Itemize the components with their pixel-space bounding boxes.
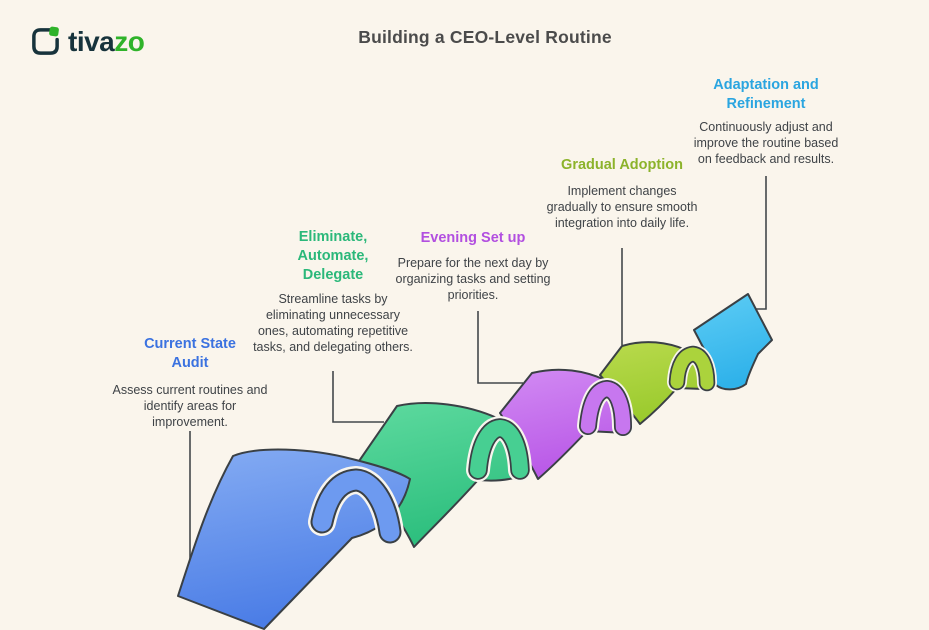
page-title: Building a CEO-Level Routine	[358, 27, 612, 47]
connector-line-eliminate-automate-delegate	[332, 371, 384, 423]
stage-description-eliminate-automate-delegate: Streamline tasks by eliminating unnecess…	[253, 292, 413, 354]
stage-title-evening-set-up: Evening Set up	[420, 230, 526, 246]
brand-wordmark: tivazo	[68, 25, 145, 57]
stage-description-adaptation-refinement: Continuously adjust and improve the rout…	[693, 120, 839, 166]
brand-wordmark-suffix: zo	[114, 25, 145, 57]
stage-description-current-state-audit: Assess current routines and identify are…	[112, 383, 268, 429]
wave-fold-purple	[580, 381, 631, 435]
wave-fold-lime	[670, 347, 714, 390]
logo-icon	[32, 26, 59, 55]
stage-title-gradual-adoption: Gradual Adoption	[561, 157, 683, 173]
logo-icon-leaf	[49, 26, 59, 37]
wave-folds	[308, 343, 717, 546]
logo-icon-frame	[32, 28, 59, 55]
stage-title-current-state-audit: Current State Audit	[144, 336, 236, 371]
stage-description-evening-set-up: Prepare for the next day by organizing t…	[395, 256, 551, 302]
connector-line-evening-set-up	[477, 311, 523, 384]
brand-wordmark-prefix: tiva	[68, 25, 115, 57]
connector-line-adaptation-refinement	[755, 176, 767, 310]
wave-fold-blue	[312, 470, 400, 542]
stage-description-gradual-adoption: Implement changes gradually to ensure sm…	[546, 184, 698, 230]
stage-title-eliminate-automate-delegate: Eliminate, Automate, Delegate	[297, 229, 369, 283]
stage-title-adaptation-refinement: Adaptation and Refinement	[713, 77, 819, 112]
wave-fold-green	[470, 419, 528, 478]
connector-lines	[189, 176, 767, 561]
brand-logo: tivazo	[30, 25, 145, 57]
